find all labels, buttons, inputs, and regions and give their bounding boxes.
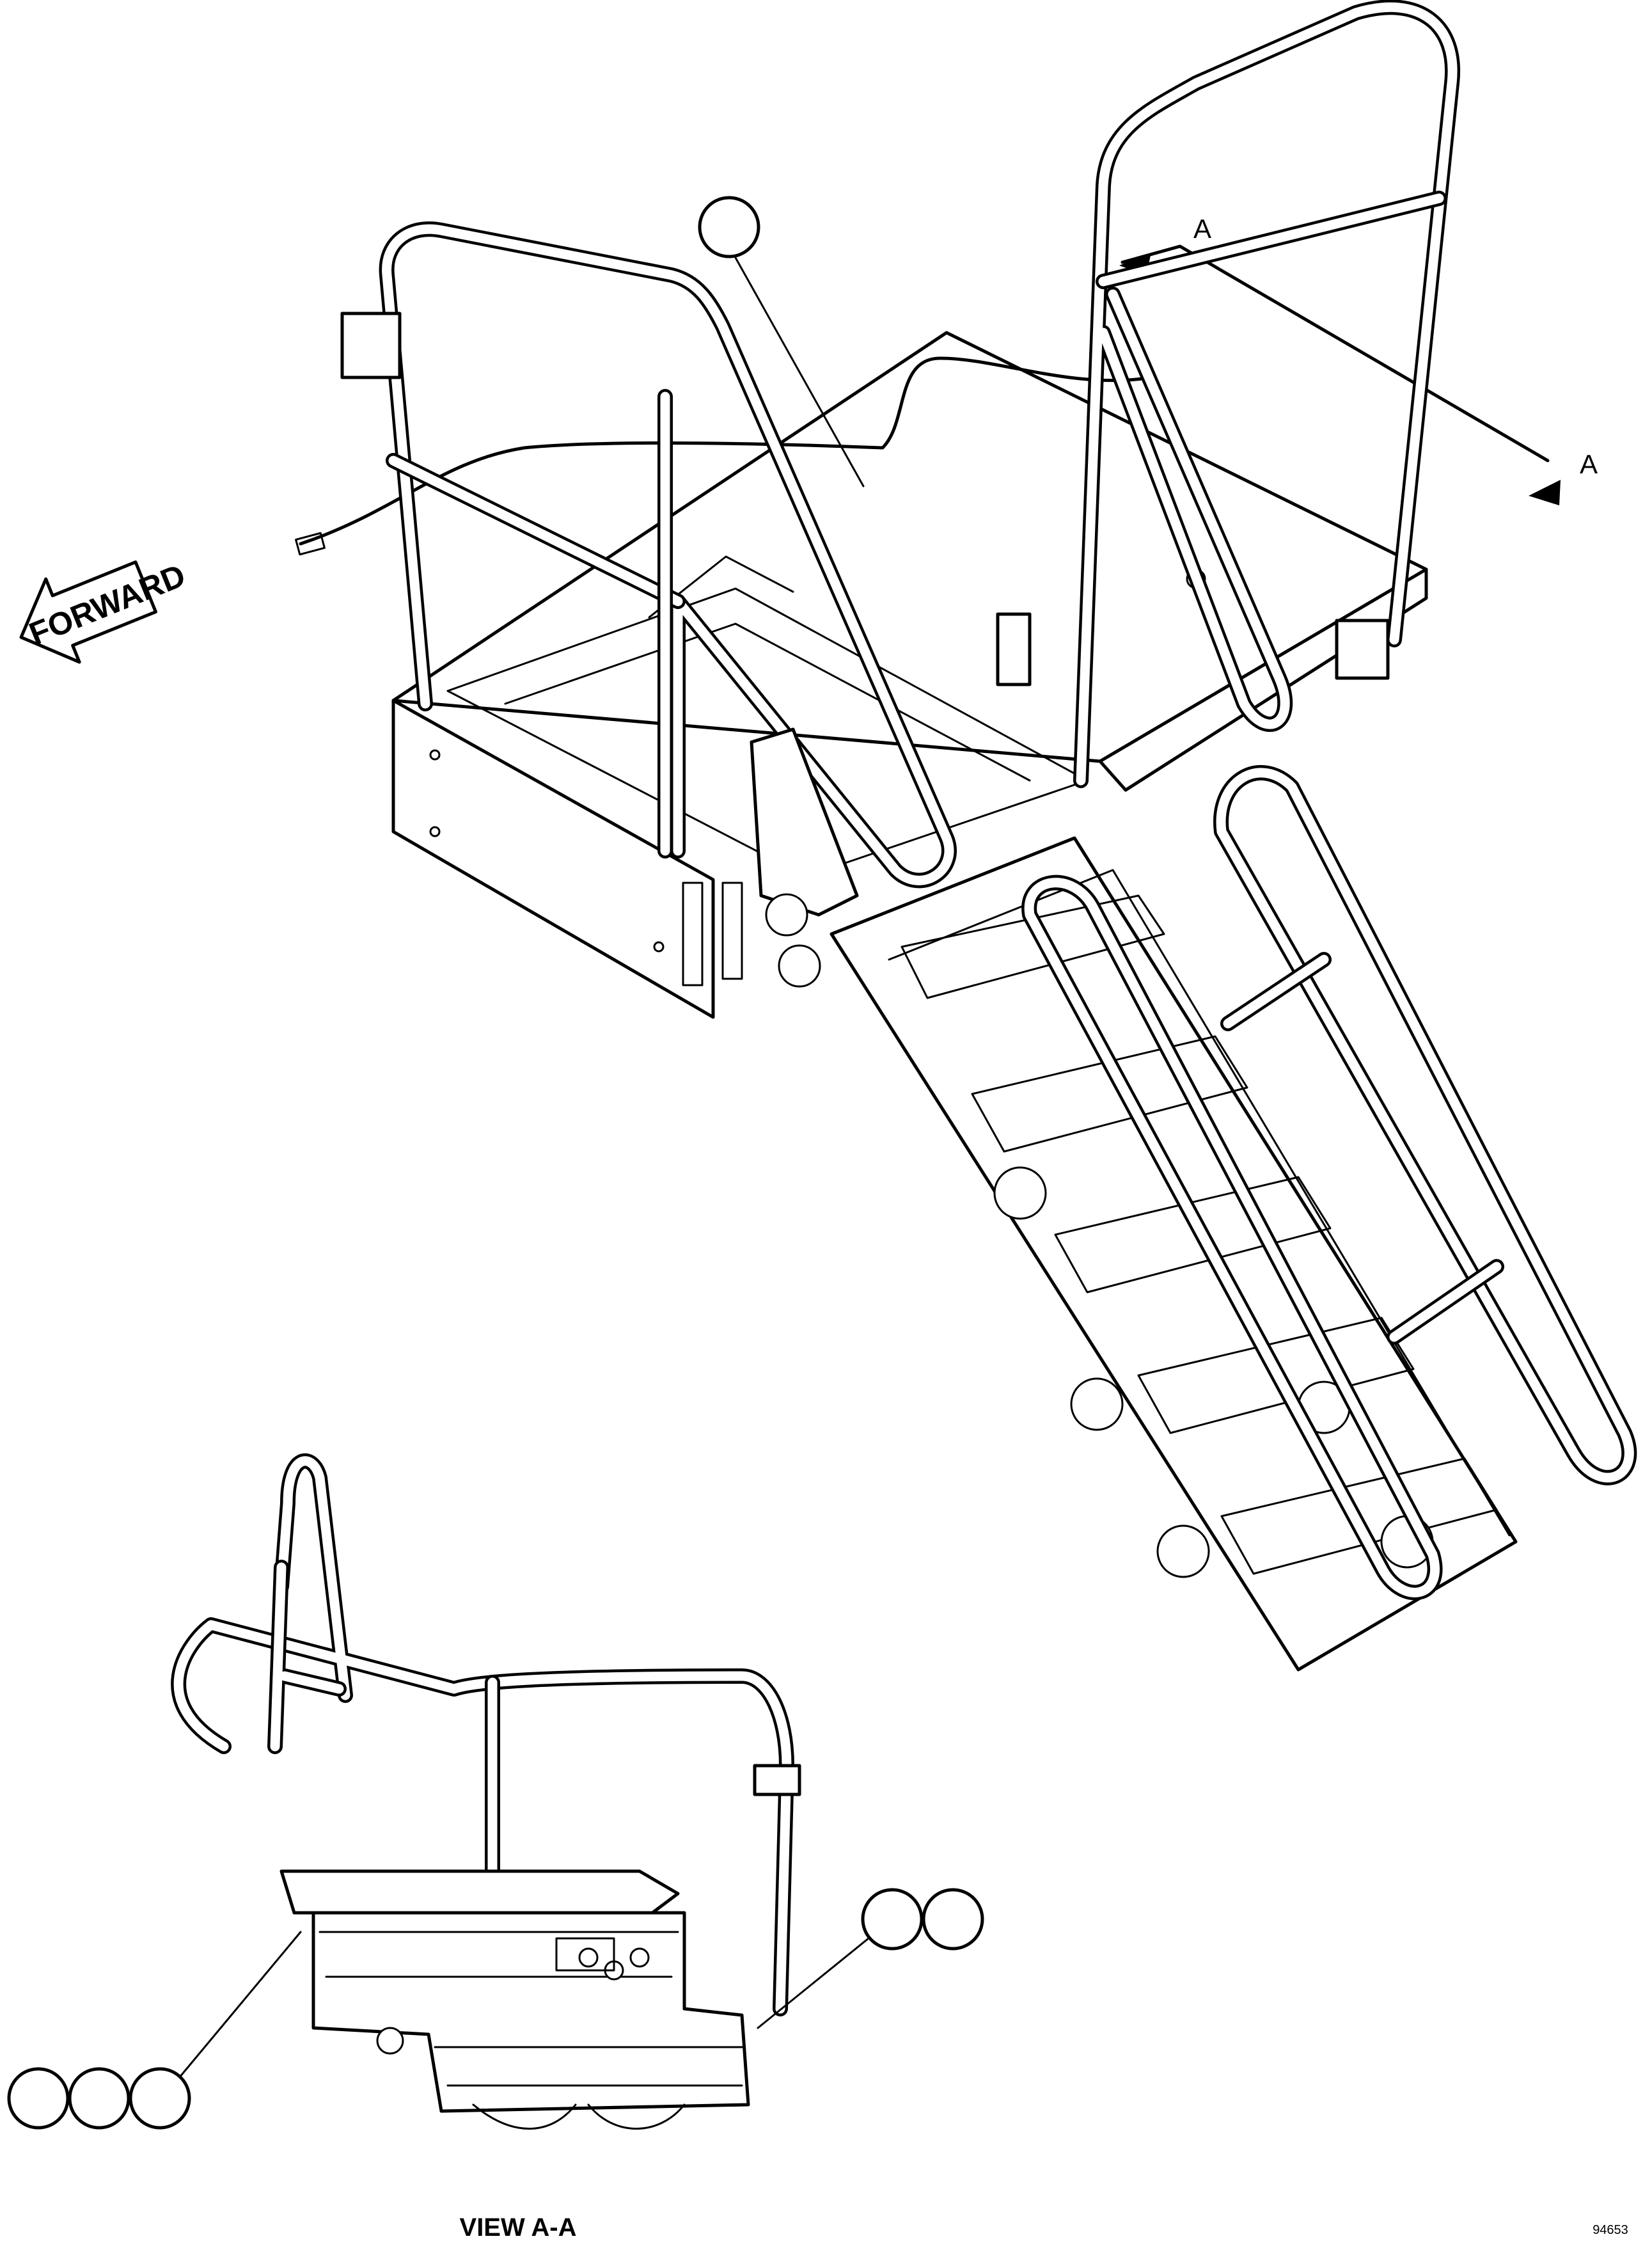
callout-bubble-3b: [68, 2067, 130, 2130]
section-arrow-bottom-icon: [1529, 480, 1561, 505]
callout-bubble-3a: [7, 2067, 70, 2130]
callout-bubbles: [7, 196, 984, 2130]
view-title: VIEW A-A: [460, 2213, 577, 2242]
power-cable: [299, 356, 1153, 546]
stair-assembly: [830, 764, 1637, 1672]
callout-bubble-2b: [922, 1888, 984, 1951]
view-a-a-frame: [311, 1911, 750, 2113]
forward-arrow-label: FORWARD: [24, 557, 191, 652]
forward-arrow: FORWARD: [19, 557, 191, 664]
view-a-a: [171, 1453, 801, 2130]
section-label-top: A: [1193, 214, 1211, 244]
drawing-number: 94653: [1593, 2223, 1628, 2237]
callout-bubble-3c: [129, 2067, 191, 2130]
stair-stringer: [830, 836, 1518, 1672]
platform-front-face: [391, 699, 715, 1019]
section-label-bottom: A: [1580, 449, 1598, 479]
platform-assembly: [295, 0, 1461, 1019]
hinge-bracket: [750, 727, 859, 917]
callout-bubble-2a: [861, 1888, 924, 1951]
stair-treads: [901, 894, 1498, 1575]
view-a-a-deck: [279, 1869, 680, 1915]
callout-bubble-1: [698, 196, 760, 258]
